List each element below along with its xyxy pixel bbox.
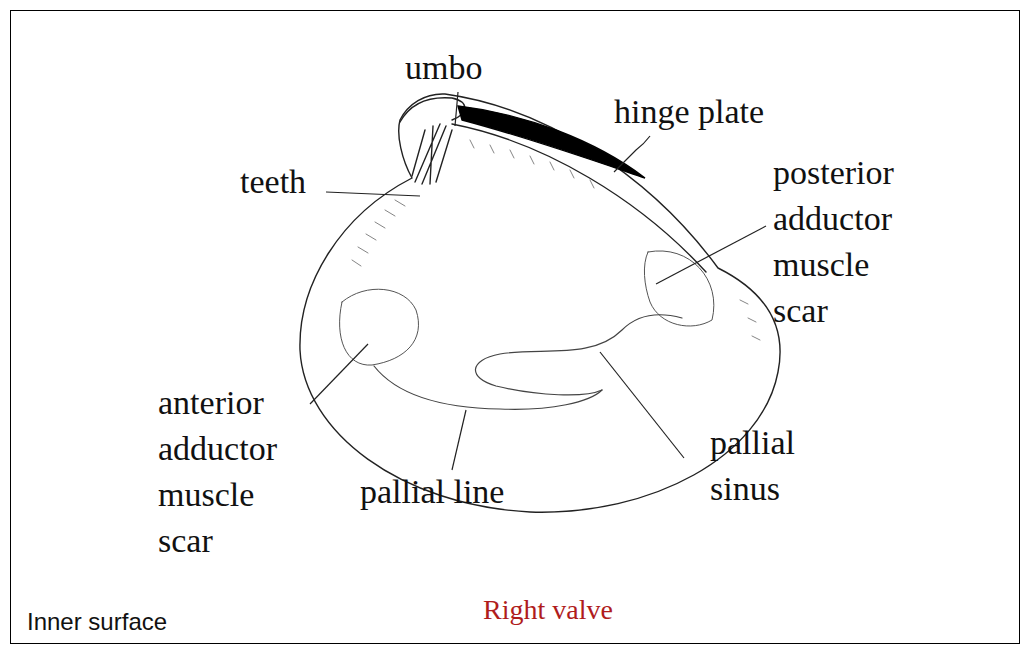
- leader-line: [656, 226, 766, 284]
- leader-line: [455, 92, 458, 126]
- leader-line: [452, 410, 466, 470]
- leader-line: [326, 192, 420, 196]
- shell-outline: [300, 94, 780, 512]
- part-label: umbo: [405, 48, 482, 88]
- umbo-outline: [400, 98, 465, 122]
- part-label: teeth: [240, 162, 306, 202]
- pallial-line: [374, 366, 602, 409]
- pallial-sinus: [475, 315, 682, 395]
- caption: Right valve: [483, 594, 613, 626]
- leader-line: [600, 352, 684, 458]
- corner-note: Inner surface: [27, 608, 167, 636]
- teeth: [412, 124, 452, 184]
- part-label: anterior adductor muscle scar: [158, 380, 277, 564]
- part-label: posterior adductor muscle scar: [773, 150, 894, 334]
- part-label: pallial sinus: [710, 420, 795, 512]
- part-label: hinge plate: [614, 92, 764, 132]
- leader-line: [310, 344, 368, 404]
- part-label: pallial line: [360, 472, 504, 512]
- leader-lines: [310, 92, 766, 470]
- hatching: [352, 140, 760, 340]
- anterior-scar: [340, 289, 419, 365]
- leader-line: [614, 136, 650, 172]
